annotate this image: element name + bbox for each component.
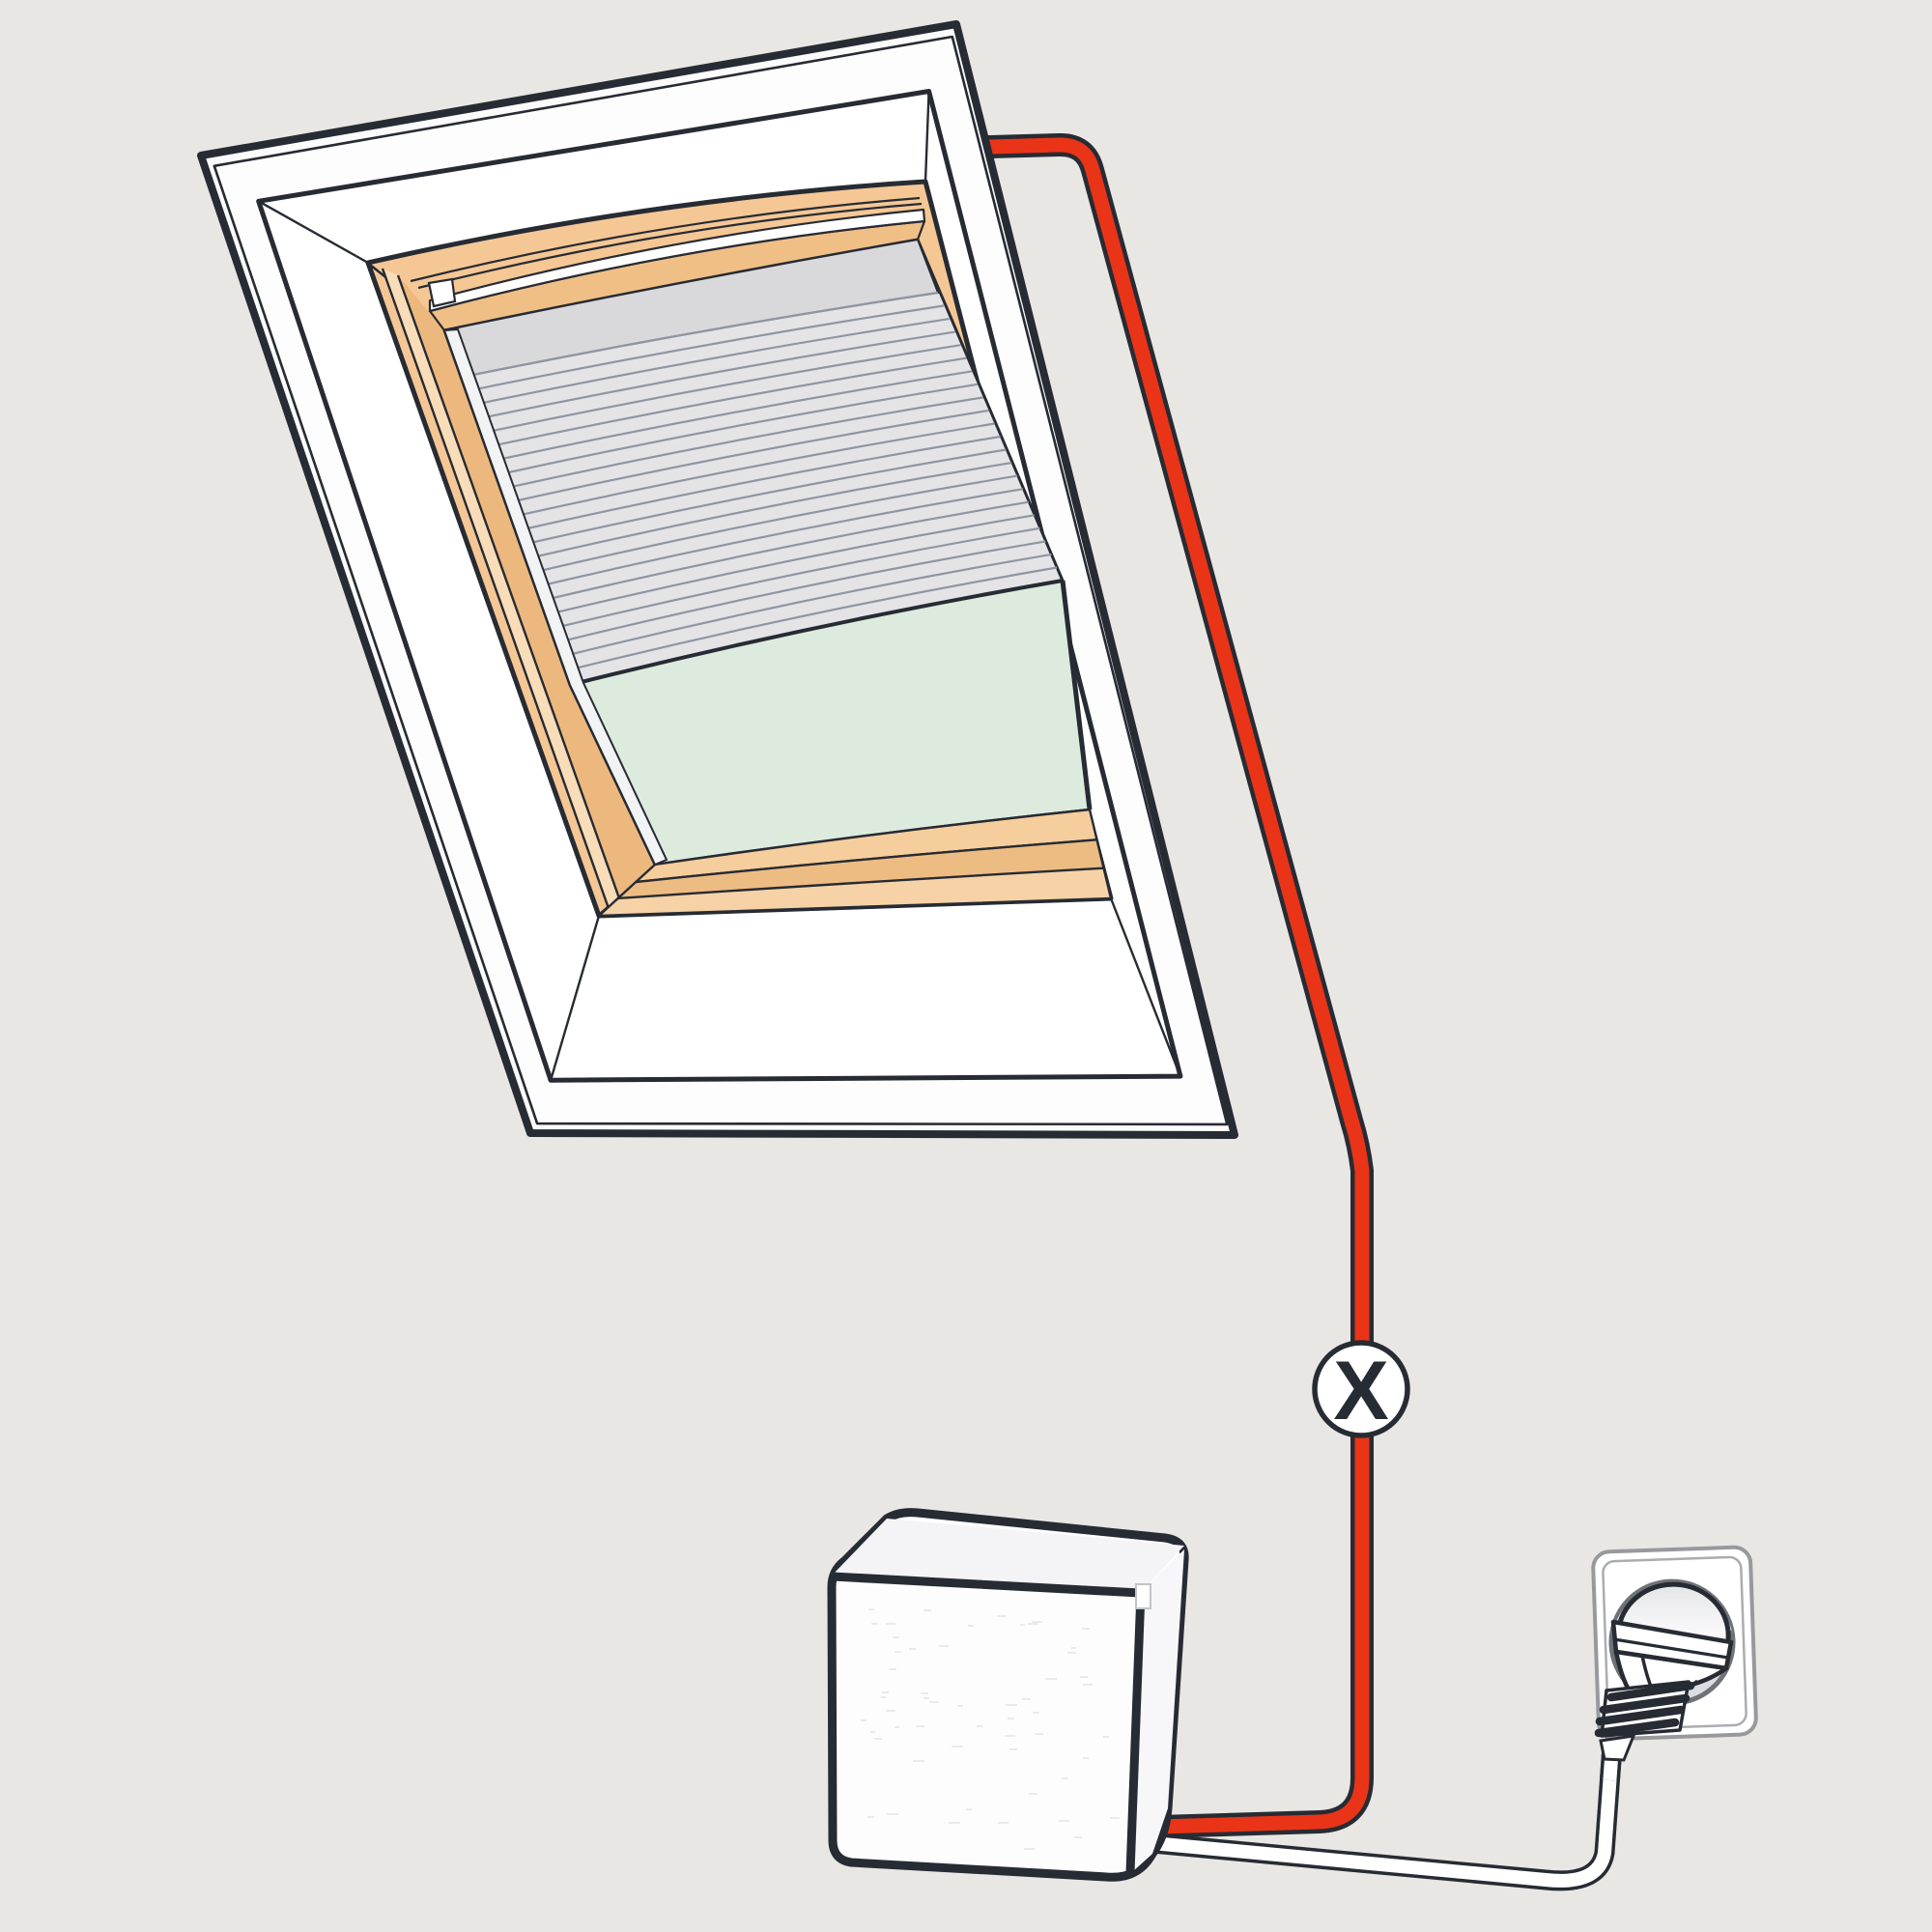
svg-text:X: X <box>1333 1345 1388 1437</box>
